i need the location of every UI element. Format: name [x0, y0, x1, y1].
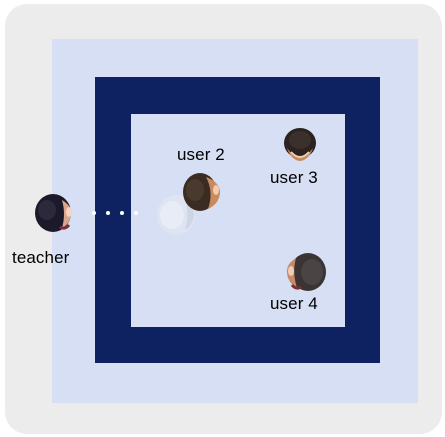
connection-dot — [134, 211, 138, 215]
teacher-avatar[interactable] — [32, 192, 78, 234]
user2-label: user 2 — [177, 145, 225, 164]
connection-dot — [120, 211, 124, 215]
user2-ghost-avatar — [154, 193, 200, 237]
user3-avatar[interactable] — [281, 126, 319, 166]
user3-label: user 3 — [270, 168, 318, 187]
user2-avatar[interactable] — [180, 170, 224, 214]
user4-label: user 4 — [270, 294, 318, 313]
user4-avatar[interactable] — [282, 250, 328, 294]
connection-dot — [92, 211, 96, 215]
connection-dot — [106, 211, 110, 215]
teacher-label: teacher — [12, 248, 70, 267]
